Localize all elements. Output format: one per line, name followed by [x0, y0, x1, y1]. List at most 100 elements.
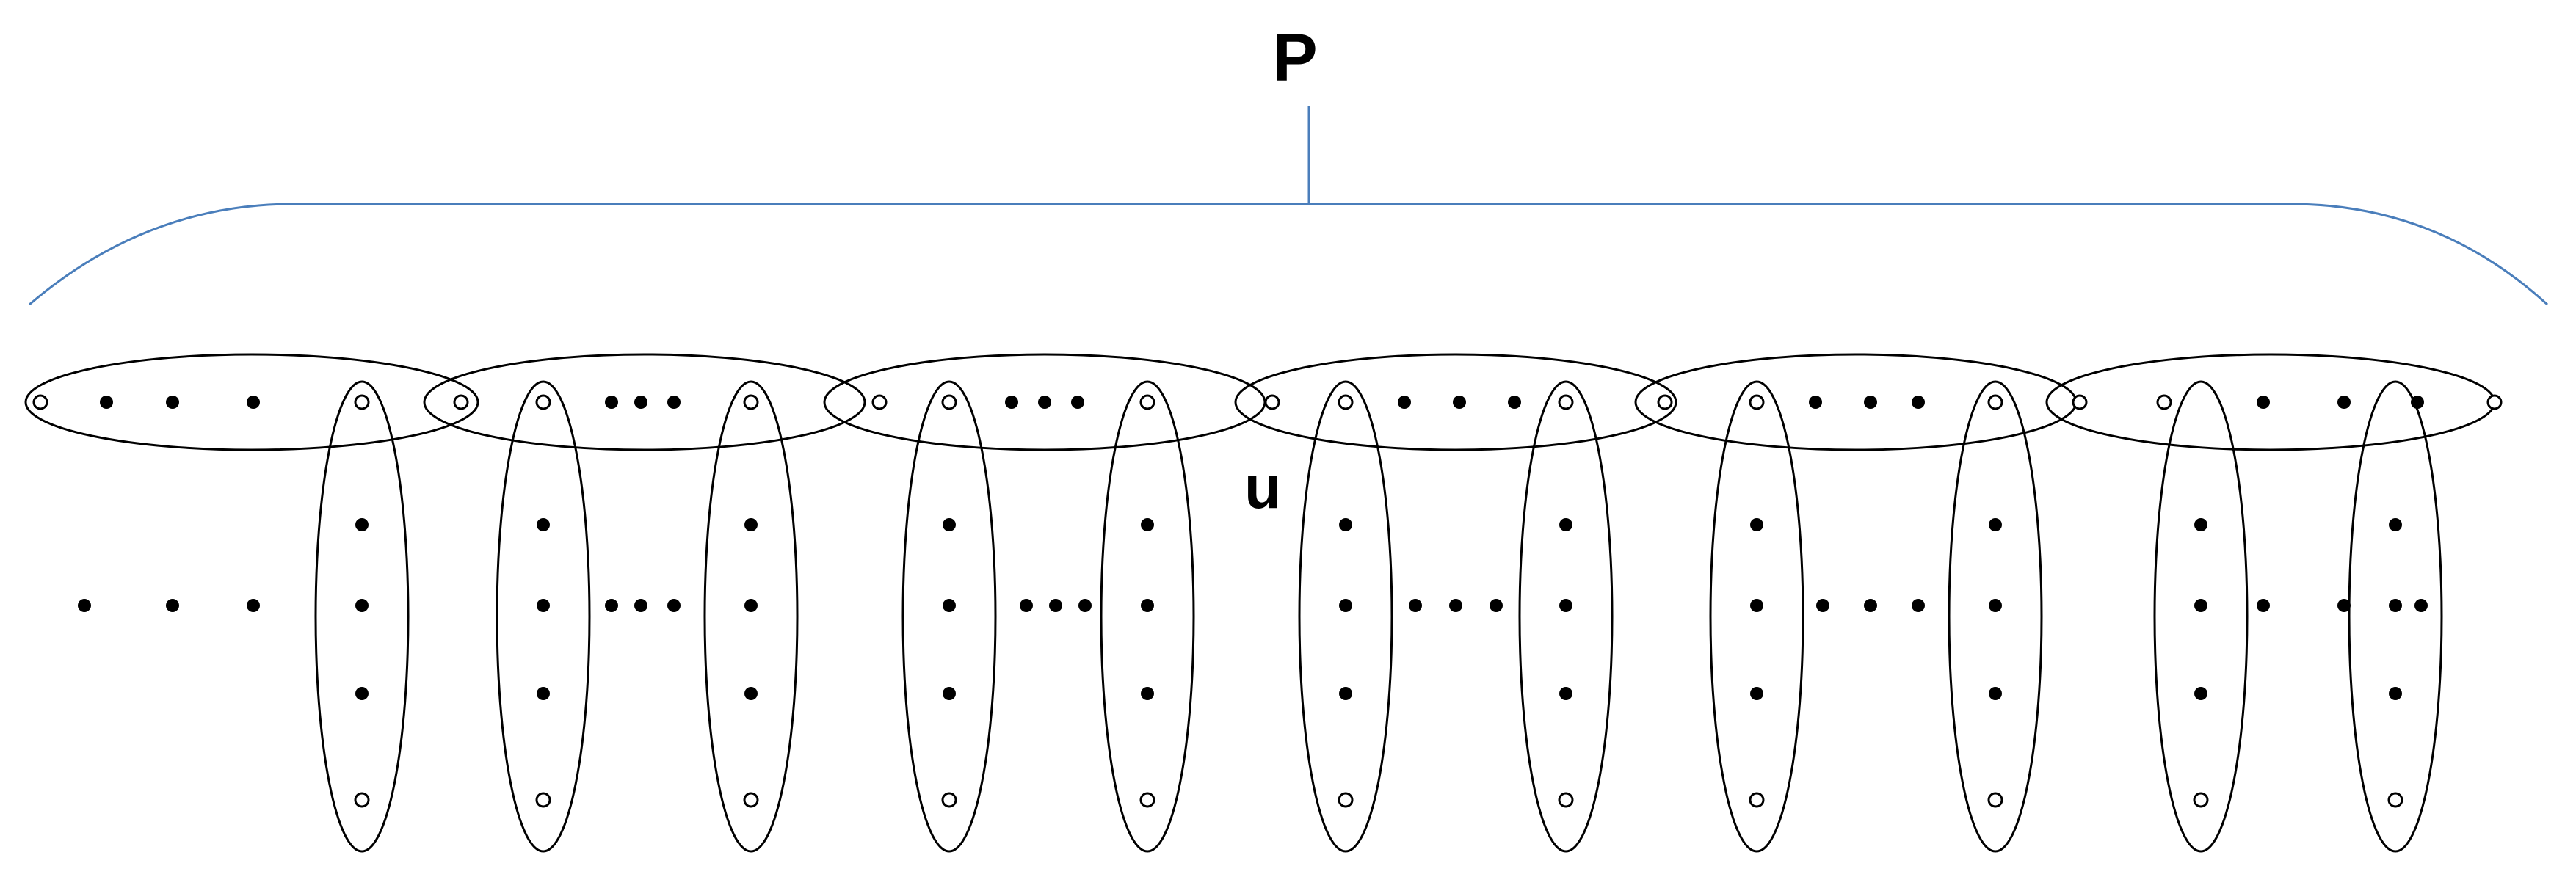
vertex-top-13 [1809, 396, 1822, 409]
hollow-vertex-top-9 [1264, 394, 1280, 410]
hollow-vertex-top-17 [2486, 394, 2503, 410]
horizontal-edge-4 [1234, 353, 1677, 451]
vertex-top-17 [2337, 396, 2351, 409]
ellipsis-dot-6 [667, 599, 681, 612]
vertex-col-6-1 [1339, 518, 1352, 531]
vertical-edge-2 [496, 380, 591, 853]
vertex-col-1-3 [355, 687, 369, 700]
hollow-vertex-bottom-7 [1558, 792, 1574, 808]
vertex-col-3-1 [744, 518, 758, 531]
ellipsis-dot-11 [1449, 599, 1462, 612]
hollow-vertex-bottom-2 [535, 792, 551, 808]
vertex-col-3-3 [744, 687, 758, 700]
ellipsis-dot-15 [1912, 599, 1925, 612]
vertex-col-8-1 [1750, 518, 1763, 531]
vertex-top-7 [1005, 396, 1018, 409]
hollow-vertex-bottom-10 [2193, 792, 2209, 808]
vertex-col-5-2 [1141, 599, 1154, 612]
vertex-top-15 [1912, 396, 1925, 409]
vertex-top-14 [1864, 396, 1877, 409]
vertex-top-1 [100, 396, 113, 409]
vertex-col-1-1 [355, 518, 369, 531]
vertex-col-3-2 [744, 599, 758, 612]
hollow-vertex-top-8 [1139, 394, 1155, 410]
ellipsis-dot-2 [166, 599, 179, 612]
vertex-top-18 [2411, 396, 2424, 409]
ellipsis-dot-1 [78, 599, 91, 612]
hollow-vertex-top-4 [535, 394, 551, 410]
ellipsis-dot-12 [1490, 599, 1503, 612]
vertex-col-9-1 [1989, 518, 2002, 531]
hollow-vertex-top-1 [32, 394, 48, 410]
vertical-edge-6 [1298, 380, 1393, 853]
ellipsis-dot-4 [605, 599, 618, 612]
horizontal-edge-1 [24, 353, 479, 451]
ellipsis-dot-8 [1049, 599, 1062, 612]
ellipsis-dot-16 [2257, 599, 2270, 612]
hollow-vertex-bottom-8 [1749, 792, 1765, 808]
path-brace [29, 106, 2549, 306]
vertex-top-8 [1038, 396, 1051, 409]
vertex-col-8-2 [1750, 599, 1763, 612]
vertex-col-7-1 [1559, 518, 1572, 531]
vertical-edge-8 [1709, 380, 1804, 853]
hollow-vertex-top-7 [941, 394, 957, 410]
vertical-edge-7 [1518, 380, 1614, 853]
hollow-vertex-bottom-11 [2387, 792, 2403, 808]
hollow-vertex-top-5 [743, 394, 759, 410]
vertex-col-11-2 [2389, 599, 2402, 612]
vertex-top-10 [1398, 396, 1411, 409]
vertical-edge-3 [703, 380, 799, 853]
hollow-vertex-top-6 [871, 394, 888, 410]
vertex-col-5-3 [1141, 687, 1154, 700]
vertex-col-11-1 [2389, 518, 2402, 531]
vertex-top-11 [1453, 396, 1466, 409]
horizontal-edge-2 [423, 353, 866, 451]
hyperedges [24, 353, 2496, 853]
vertex-col-2-2 [537, 599, 550, 612]
vertex-top-4 [605, 396, 618, 409]
ellipsis-dot-13 [1816, 599, 1829, 612]
vertex-col-5-1 [1141, 518, 1154, 531]
ellipsis-dot-5 [634, 599, 647, 612]
ellipsis-dot-10 [1409, 599, 1422, 612]
vertex-top-16 [2257, 396, 2270, 409]
hollow-vertex-top-10 [1338, 394, 1354, 410]
hollow-vertex-top-13 [1749, 394, 1765, 410]
hollow-vertex-top-3 [453, 394, 469, 410]
hollow-vertex-top-11 [1558, 394, 1574, 410]
vertex-col-11-3 [2389, 687, 2402, 700]
vertex-col-9-3 [1989, 687, 2002, 700]
ellipsis-dot-9 [1078, 599, 1092, 612]
hollow-vertex-bottom-4 [941, 792, 957, 808]
hollow-vertex-top-2 [354, 394, 370, 410]
hollow-vertex-bottom-3 [743, 792, 759, 808]
vertex-top-2 [166, 396, 179, 409]
hollow-vertex-top-15 [2072, 394, 2088, 410]
horizontal-edge-6 [2045, 353, 2496, 451]
vertex-col-4-2 [943, 599, 956, 612]
vertex-col-6-2 [1339, 599, 1352, 612]
vertex-col-7-3 [1559, 687, 1572, 700]
vertical-edge-11 [2348, 380, 2443, 853]
vertex-col-10-2 [2194, 599, 2207, 612]
vertex-top-3 [247, 396, 260, 409]
vertical-edge-5 [1100, 380, 1195, 853]
vertex-col-2-1 [537, 518, 550, 531]
ellipsis-dot-14 [1864, 599, 1877, 612]
ellipsis-dot-18 [2414, 599, 2428, 612]
hollow-vertex-bottom-1 [354, 792, 370, 808]
vertex-top-5 [634, 396, 647, 409]
vertical-edge-10 [2153, 380, 2249, 853]
vertical-edge-1 [314, 380, 410, 853]
vertex-top-12 [1508, 396, 1521, 409]
vertex-top-9 [1071, 396, 1084, 409]
hollow-vertex-bottom-9 [1987, 792, 2003, 808]
vertex-label-u: u [1244, 454, 1281, 521]
vertical-edge-9 [1948, 380, 2043, 853]
horizontal-edge-5 [1634, 353, 2078, 451]
vertex-col-6-3 [1339, 687, 1352, 700]
vertex-col-4-3 [943, 687, 956, 700]
hollow-vertex-top-16 [2156, 394, 2172, 410]
vertex-col-1-2 [355, 599, 369, 612]
